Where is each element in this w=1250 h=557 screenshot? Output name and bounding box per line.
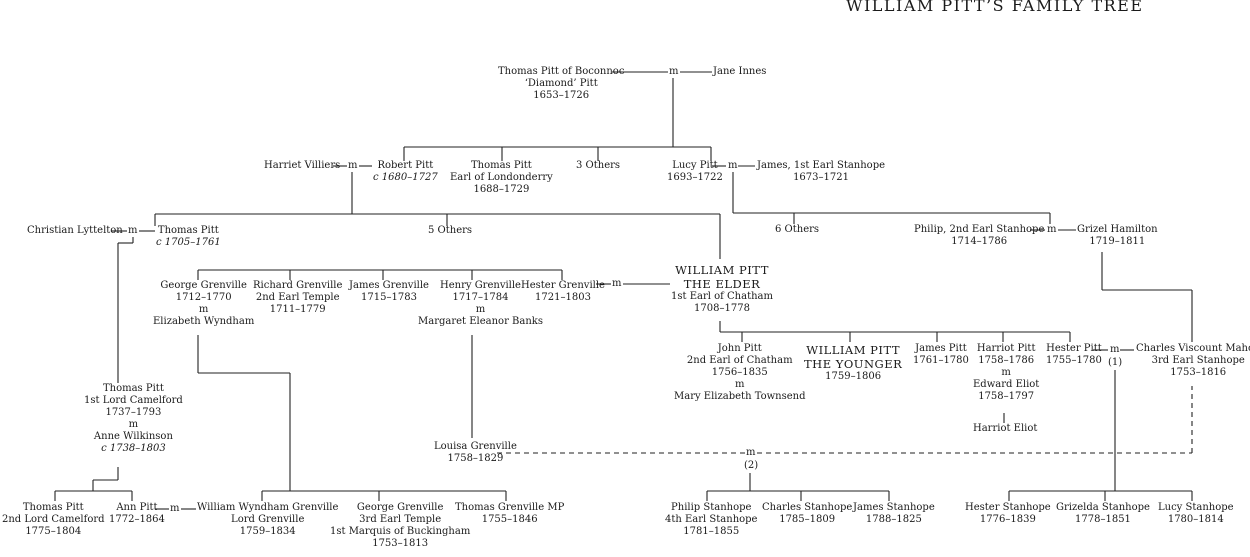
marriage-mark: m <box>128 225 138 236</box>
person-grizelda-stanhope: Grizelda Stanhope 1778–1851 <box>1056 502 1150 525</box>
marriage-mark: m <box>746 447 756 458</box>
person-henry-grenville: Henry Grenville 1717–1784 m Margaret Ele… <box>418 280 543 327</box>
marriage-mark: m <box>728 160 738 171</box>
person-christian-lyttelton: Christian Lyttelton <box>27 225 123 236</box>
person-lucy-stanhope: Lucy Stanhope 1780–1814 <box>1158 502 1234 525</box>
person-philip-2nd-earl-stanhope: Philip, 2nd Earl Stanhope 1714–1786 <box>914 224 1045 247</box>
marriage-mark: m <box>612 278 622 289</box>
marriage-mark: m <box>1110 344 1120 355</box>
marriage-mark: m <box>348 160 358 171</box>
five-others: 5 Others <box>428 225 473 236</box>
person-charles-viscount-mahon: Charles Viscount Mahon 3rd Earl Stanhope… <box>1136 343 1250 378</box>
person-jane-innes: Jane Innes <box>713 66 767 77</box>
person-hester-pitt: Hester Pitt 1755–1780 <box>1046 343 1102 366</box>
six-others: 6 Others <box>775 224 820 235</box>
person-thomas-pitt-londonderry: Thomas Pitt Earl of Londonderry 1688–172… <box>450 160 553 195</box>
person-james-1st-earl-stanhope: James, 1st Earl Stanhope 1673–1721 <box>757 160 886 183</box>
person-thomas-pitt-2nd-lord-camelford: Thomas Pitt 2nd Lord Camelford 1775–1804 <box>2 502 105 537</box>
person-james-grenville: James Grenville 1715–1783 <box>349 280 429 303</box>
marriage-mark: m <box>669 66 679 77</box>
person-richard-grenville: Richard Grenville 2nd Earl Temple 1711–1… <box>253 280 343 315</box>
person-thomas-pitt-1st-lord-camelford: Thomas Pitt 1st Lord Camelford 1737–1793… <box>84 383 183 454</box>
person-william-pitt-the-younger: WILLIAM PITT THE YOUNGER 1759–1806 <box>804 343 903 382</box>
first-marriage-mark: (1) <box>1108 357 1123 368</box>
person-harriot-pitt: Harriot Pitt 1758–1786 m Edward Eliot 17… <box>973 343 1040 402</box>
person-philip-stanhope-4th-earl: Philip Stanhope 4th Earl Stanhope 1781–1… <box>665 502 758 537</box>
person-lucy-pitt: Lucy Pitt 1693–1722 <box>667 160 723 183</box>
marriage-mark: m <box>1047 224 1057 235</box>
person-harriet-villiers: Harriet Villiers <box>264 160 341 171</box>
person-hester-grenville: Hester Grenville 1721–1803 <box>521 280 605 303</box>
person-hester-stanhope: Hester Stanhope 1776–1839 <box>965 502 1051 525</box>
page-title: WILLIAM PITT’S FAMILY TREE <box>846 0 1144 15</box>
person-thomas-pitt-diamond: Thomas Pitt of Boconnoc ‘Diamond’ Pitt 1… <box>498 66 625 101</box>
person-thomas-pitt-1705: Thomas Pitt c 1705–1761 <box>156 225 221 248</box>
person-james-pitt: James Pitt 1761–1780 <box>913 343 969 366</box>
person-louisa-grenville: Louisa Grenville 1758–1829 <box>434 441 517 464</box>
person-ann-pitt: Ann Pitt 1772–1864 <box>109 502 165 525</box>
marriage-mark: m <box>170 503 180 514</box>
three-others: 3 Others <box>576 160 621 171</box>
person-john-pitt: John Pitt 2nd Earl of Chatham 1756–1835 … <box>674 343 806 402</box>
person-grizel-hamilton: Grizel Hamilton 1719–1811 <box>1077 224 1158 247</box>
person-william-wyndham-grenville: William Wyndham Grenville Lord Grenville… <box>197 502 339 537</box>
person-george-grenville-buckingham: George Grenville 3rd Earl Temple 1st Mar… <box>330 502 471 549</box>
person-charles-stanhope: Charles Stanhope 1785–1809 <box>762 502 853 525</box>
person-harriot-eliot: Harriot Eliot <box>973 423 1038 434</box>
person-george-grenville: George Grenville 1712–1770 m Elizabeth W… <box>153 280 255 327</box>
second-marriage-mark: (2) <box>744 460 759 471</box>
person-william-pitt-the-elder: WILLIAM PITT THE ELDER 1st Earl of Chath… <box>671 263 773 314</box>
person-robert-pitt: Robert Pitt c 1680–1727 <box>373 160 438 183</box>
person-thomas-grenville-mp: Thomas Grenville MP 1755–1846 <box>455 502 565 525</box>
person-james-stanhope-younger: James Stanhope 1788–1825 <box>853 502 935 525</box>
